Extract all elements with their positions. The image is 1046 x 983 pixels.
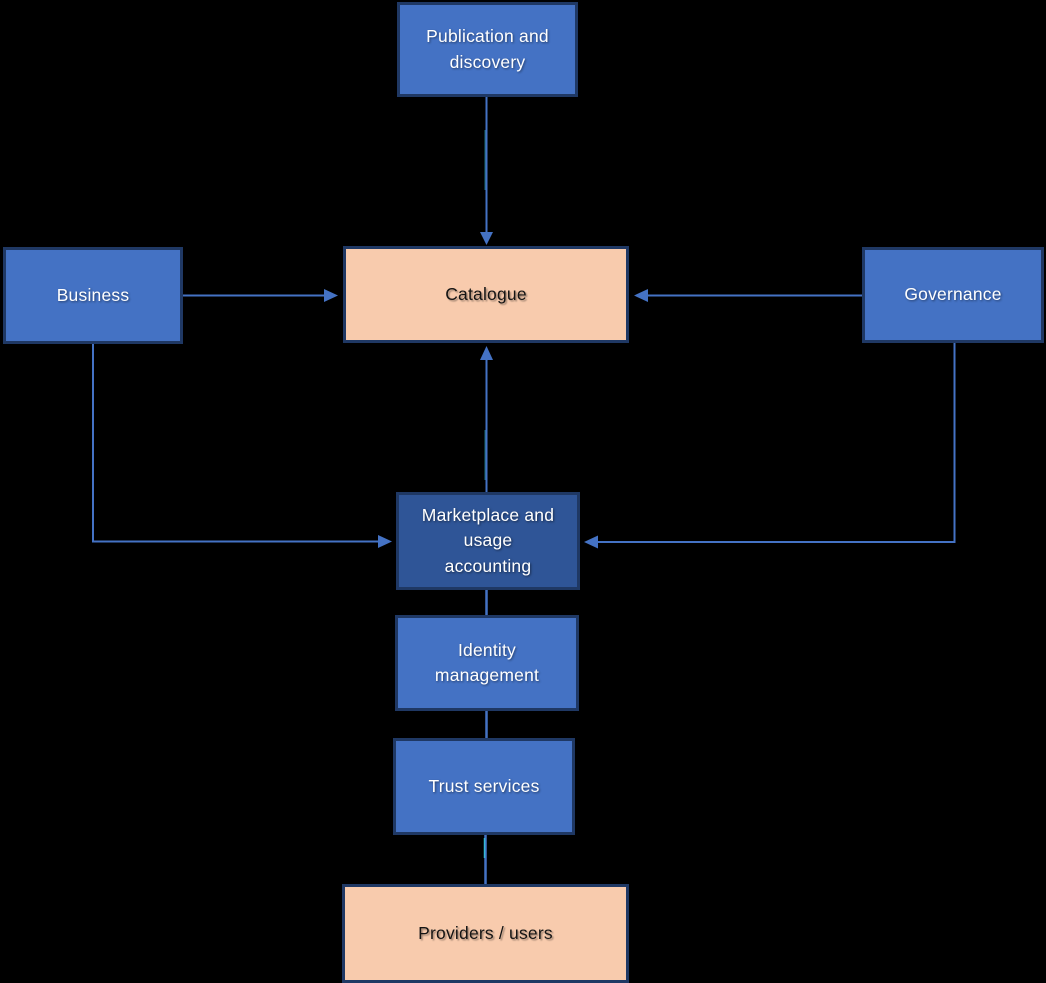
diagram-node-providers-users: Providers / users <box>342 884 629 983</box>
connector-publication-to-catalogue <box>480 97 493 245</box>
diagram-node-business: Business <box>3 247 183 344</box>
node-label: Providers / users <box>418 922 553 943</box>
arrowhead-left-icon <box>584 535 598 549</box>
diagram-node-publication-and-discovery: Publication and discovery <box>397 2 578 97</box>
connector-governance-to-marketplace <box>584 343 956 549</box>
node-label: Business <box>56 284 130 305</box>
node-label: Catalogue <box>445 283 527 304</box>
node-label: Publication and discovery <box>426 26 549 72</box>
arrowhead-right-icon <box>324 289 338 302</box>
connector-business-to-catalogue <box>183 289 338 302</box>
node-label: Identity management <box>434 639 540 685</box>
connector-governance-to-catalogue <box>634 289 862 302</box>
diagram-node-catalogue: Catalogue <box>343 246 629 343</box>
diagram-node-governance: Governance <box>862 247 1044 343</box>
node-label: Marketplace and usage accounting <box>421 504 555 576</box>
connector-trust-to-providers <box>483 835 487 884</box>
arrowhead-down-icon <box>480 232 493 245</box>
connector-marketplace-to-catalogue <box>480 346 493 492</box>
arrowhead-left-icon <box>634 289 648 302</box>
arrowhead-right-icon <box>378 535 392 548</box>
diagram-node-marketplace-and-usage-accounting: Marketplace and usage accounting <box>396 492 580 590</box>
diagram-node-trust-services: Trust services <box>393 738 575 835</box>
diagram-node-identity-management: Identity management <box>395 615 579 711</box>
node-label: Trust services <box>428 775 540 796</box>
connector-business-to-marketplace <box>92 344 392 548</box>
node-label: Governance <box>904 284 1002 305</box>
arrowhead-up-icon <box>480 346 493 360</box>
